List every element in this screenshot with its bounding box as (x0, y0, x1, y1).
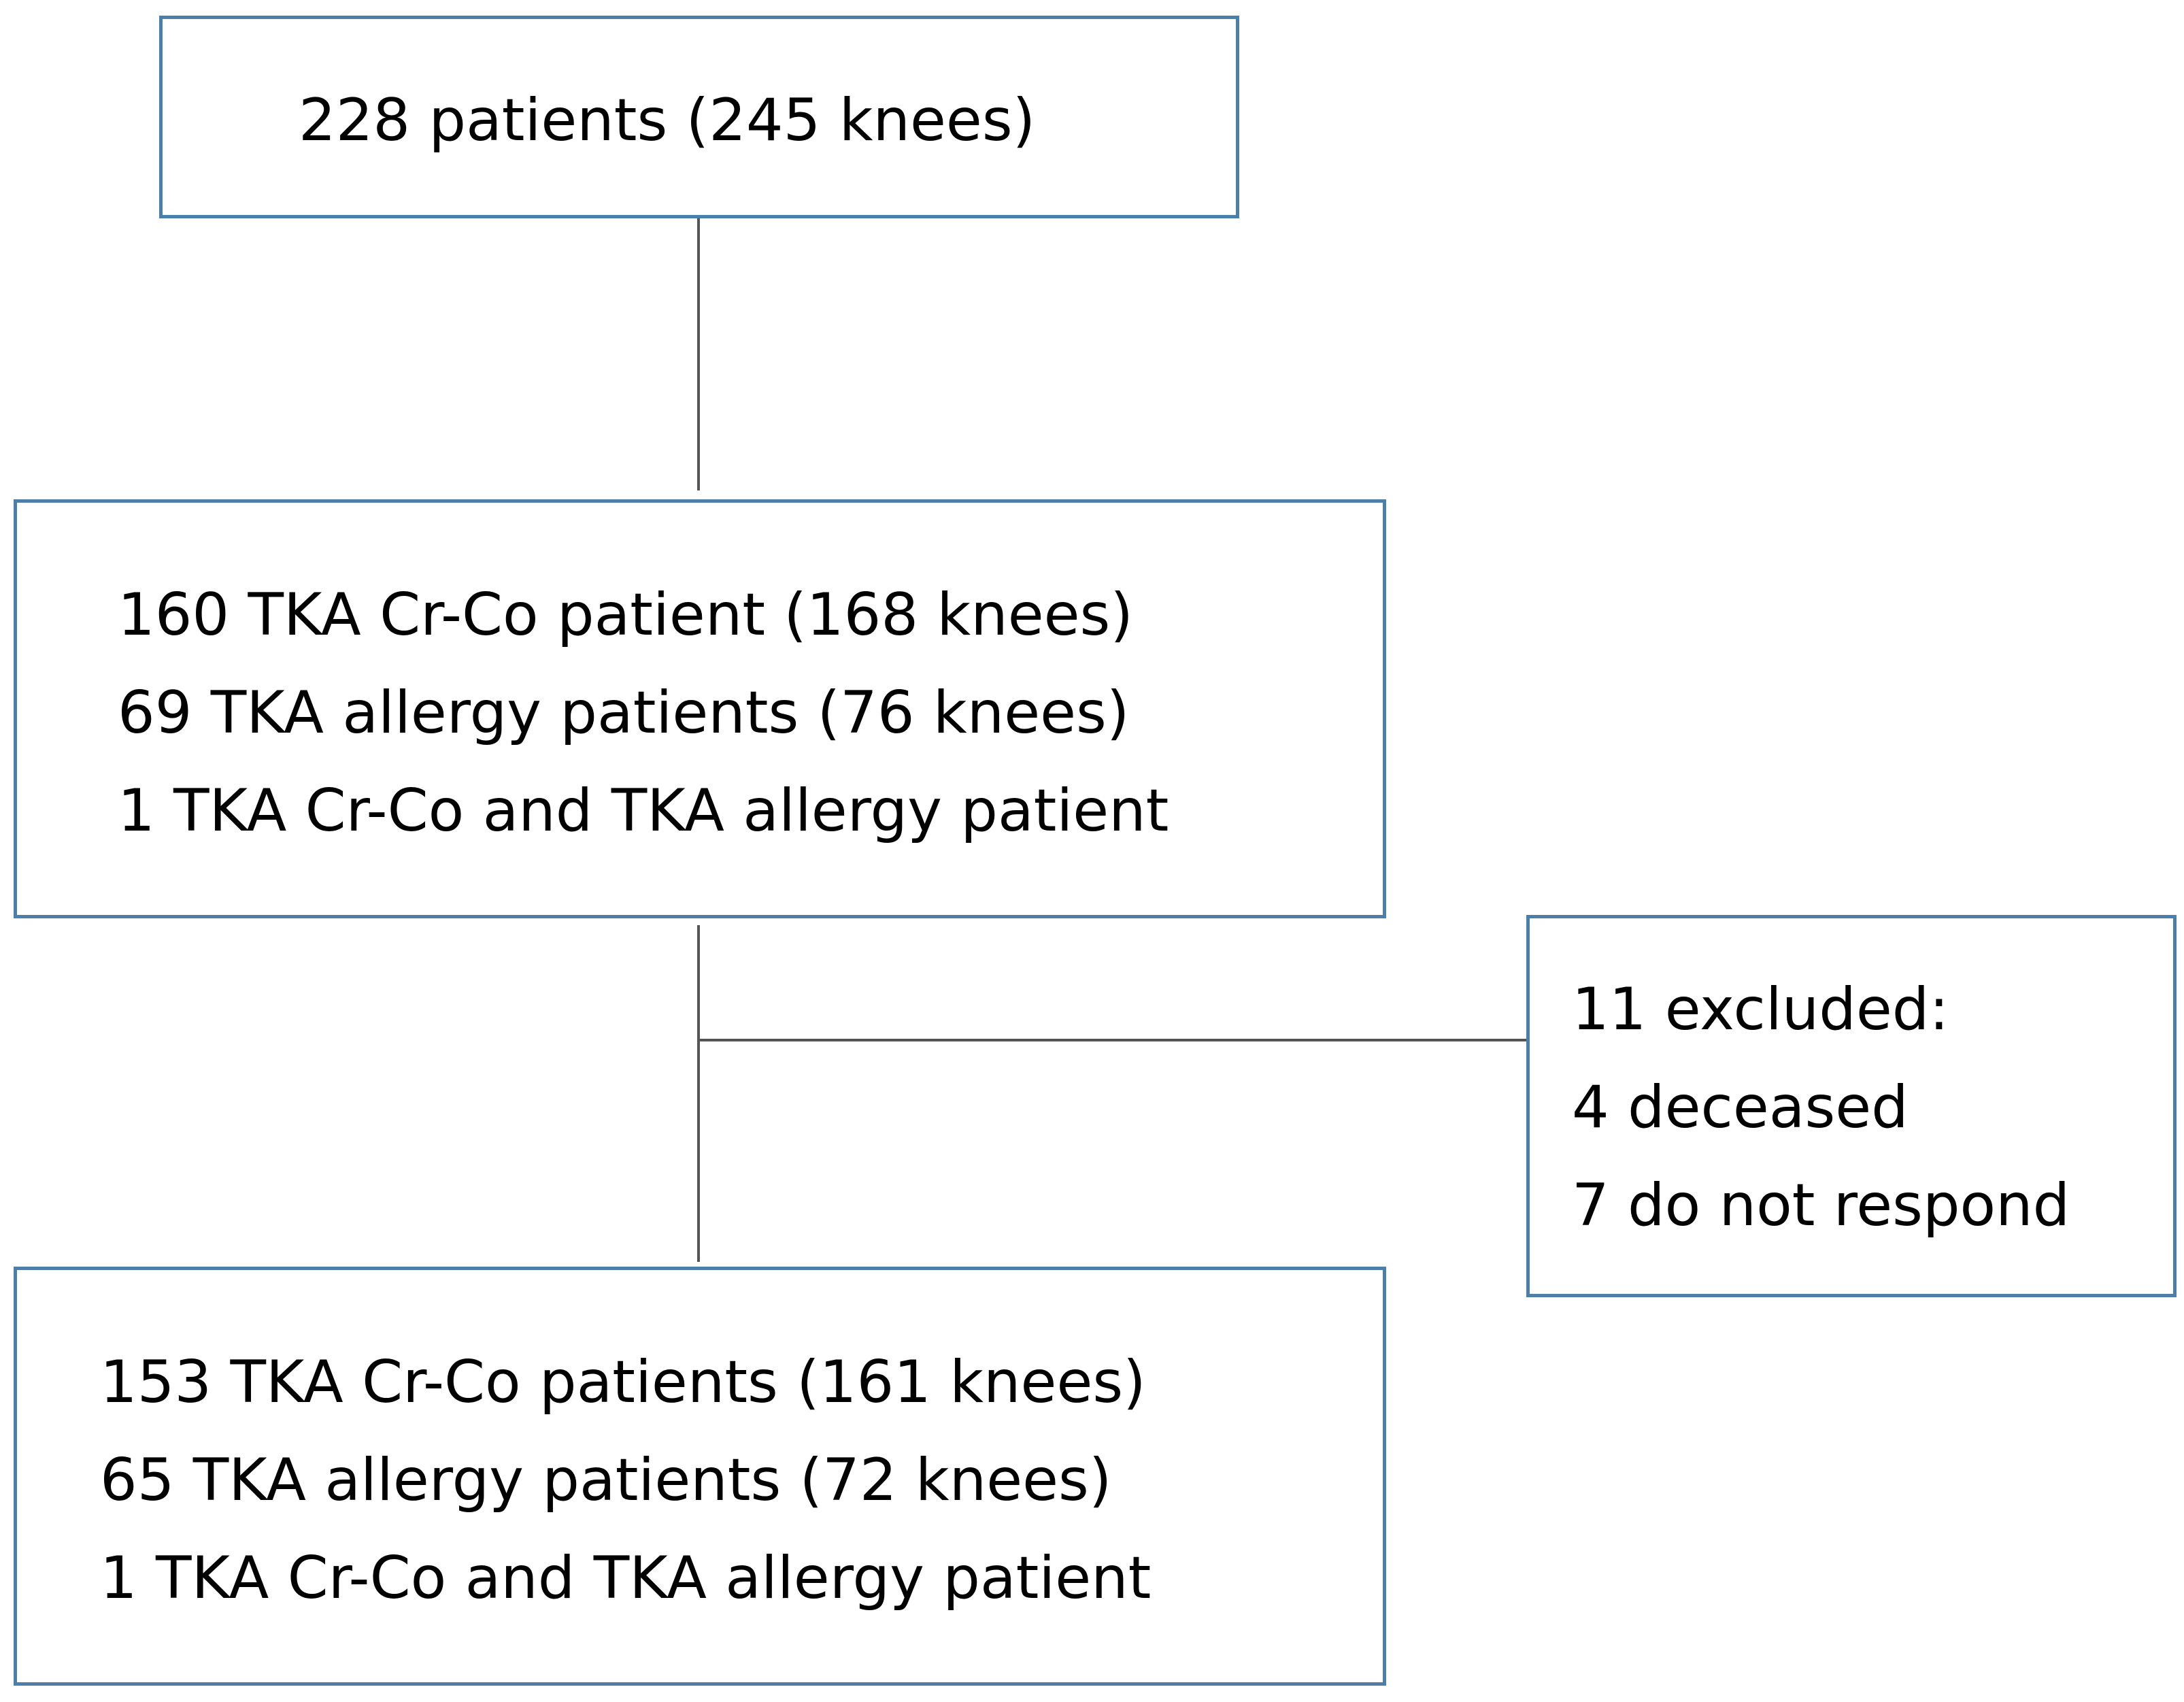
excluded-deceased-line: 4 deceased (1572, 1073, 1909, 1141)
total-patients-box: 228 patients (245 knees) (159, 16, 1239, 218)
total-patients-line: 228 patients (245 knees) (299, 86, 1036, 154)
excluded-box: 11 excluded: 4 deceased 7 do not respond (1526, 915, 2177, 1297)
connector-to-excluded (697, 1039, 1526, 1041)
initial-crco-line: 160 TKA Cr-Co patient (168 knees) (118, 581, 1133, 649)
final-allergy-line: 65 TKA allergy patients (72 knees) (100, 1446, 1112, 1514)
initial-cohort-box: 160 TKA Cr-Co patient (168 knees) 69 TKA… (14, 499, 1386, 918)
final-crco-line: 153 TKA Cr-Co patients (161 knees) (100, 1348, 1146, 1416)
final-both-line: 1 TKA Cr-Co and TKA allergy patient (100, 1544, 1152, 1612)
initial-allergy-line: 69 TKA allergy patients (76 knees) (118, 679, 1130, 747)
excluded-no-response-line: 7 do not respond (1572, 1171, 2070, 1239)
final-cohort-box: 153 TKA Cr-Co patients (161 knees) 65 TK… (14, 1267, 1386, 1686)
excluded-total-line: 11 excluded: (1572, 975, 1949, 1044)
initial-both-line: 1 TKA Cr-Co and TKA allergy patient (118, 777, 1169, 845)
connector-total-to-initial (697, 218, 700, 490)
connector-initial-to-final (697, 925, 700, 1262)
